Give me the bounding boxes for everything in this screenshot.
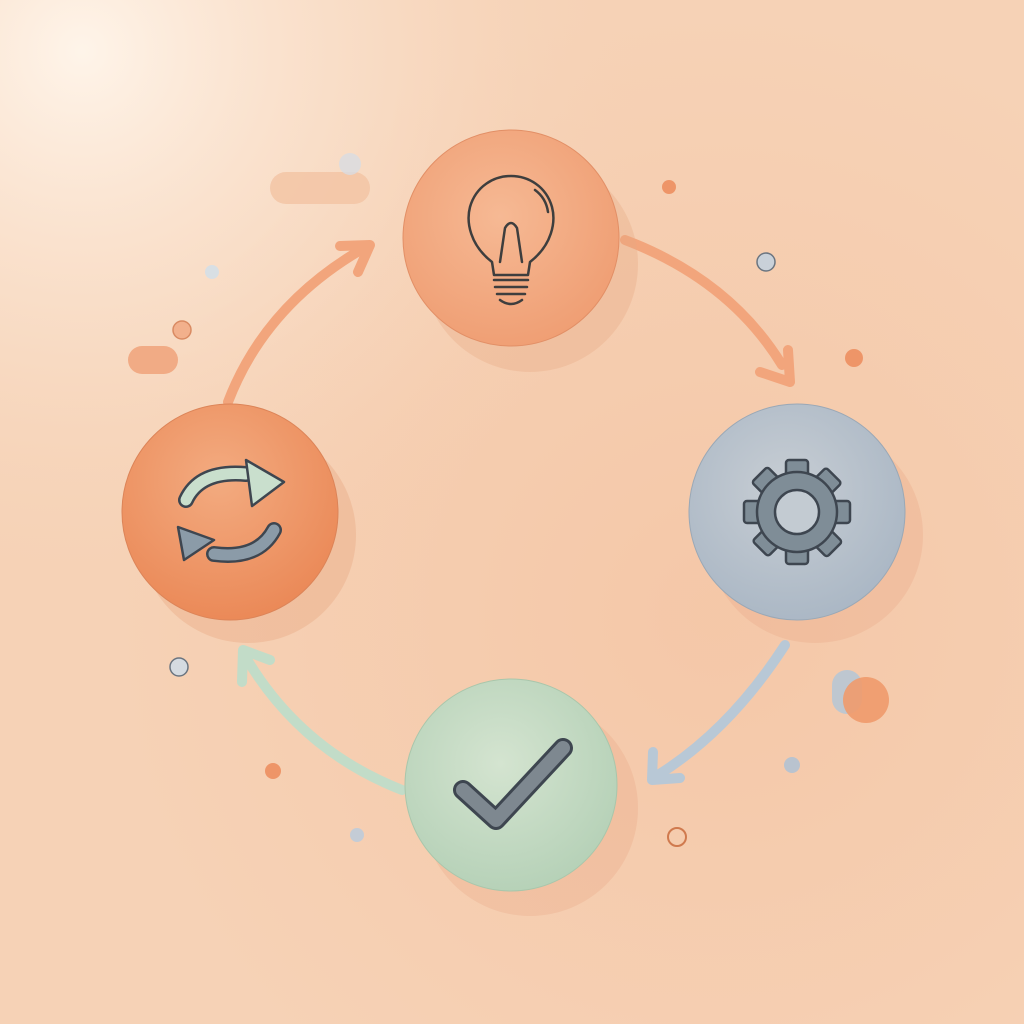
arrow-idea-to-build: [620, 235, 795, 387]
decorative-pill: [270, 172, 370, 204]
node-iterate: [121, 403, 356, 643]
decorative-dot: [339, 153, 361, 175]
decorative-dot: [205, 265, 219, 279]
node-check: [404, 678, 638, 916]
decorative-blob: [843, 677, 889, 723]
node-build: [688, 403, 923, 643]
gear-icon: [742, 458, 852, 566]
decorative-dot: [169, 657, 189, 677]
decorative-dot: [845, 349, 863, 367]
arrow-check-to-iterate: [237, 645, 407, 795]
decorative-dot: [662, 180, 676, 194]
refresh-arrows-icon: [176, 458, 286, 563]
decorative-dot: [756, 252, 776, 272]
decorative-dot: [667, 827, 687, 847]
node-idea: [402, 129, 638, 372]
decorative-dot: [265, 763, 281, 779]
decorative-dot: [172, 320, 192, 340]
decorative-pill: [128, 346, 178, 374]
decorative-dot: [784, 757, 800, 773]
lightbulb-icon: [467, 174, 555, 306]
arrow-iterate-to-idea: [223, 240, 375, 407]
decorative-dot: [350, 828, 364, 842]
arrow-build-to-check: [647, 640, 790, 785]
